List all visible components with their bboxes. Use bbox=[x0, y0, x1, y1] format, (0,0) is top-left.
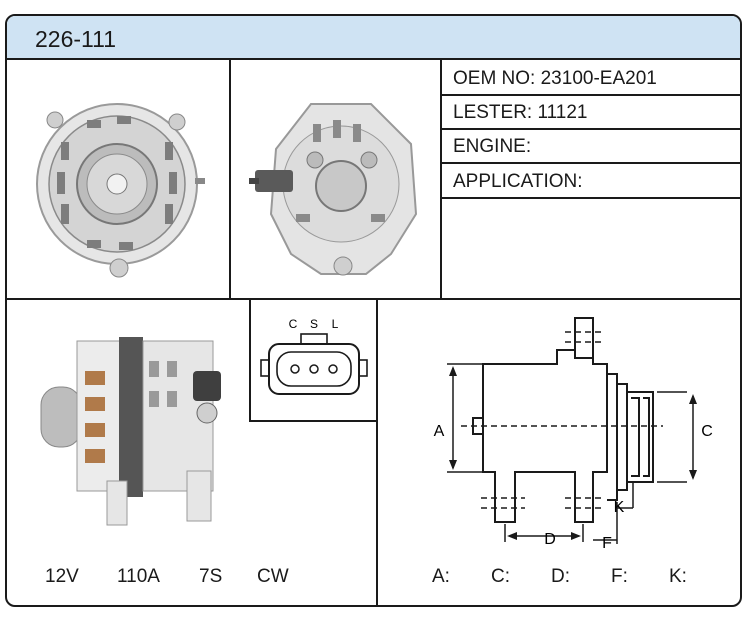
divider bbox=[440, 94, 740, 96]
part-number-title: 226-111 bbox=[35, 26, 116, 52]
pulley-rating: 7S bbox=[199, 566, 223, 587]
header-bar: 226-111 bbox=[7, 16, 740, 60]
divider bbox=[249, 298, 251, 422]
divider bbox=[249, 420, 378, 422]
voltage-rating: 12V bbox=[45, 566, 79, 587]
amperage-rating: 110A bbox=[117, 566, 160, 587]
alternator-front-view bbox=[36, 103, 205, 278]
dimension-label-a: A bbox=[434, 423, 445, 440]
dimension-label-f: F bbox=[602, 535, 612, 552]
spec-sheet: 226-111 OEM NO: 23100-EA201 LESTER: 1112… bbox=[5, 14, 742, 607]
divider bbox=[7, 298, 740, 300]
dimension-diagram: A C D F K bbox=[434, 317, 713, 552]
dimension-value-k: K: bbox=[669, 566, 687, 587]
lester-number: LESTER: 11121 bbox=[453, 102, 588, 123]
dimension-label-c: C bbox=[701, 423, 713, 440]
dimension-value-d: D: bbox=[551, 566, 570, 587]
rotation-direction: CW bbox=[257, 566, 289, 587]
connector-pin-label: C bbox=[289, 317, 298, 331]
divider bbox=[440, 128, 740, 130]
oem-number: OEM NO: 23100-EA201 bbox=[453, 68, 657, 89]
divider bbox=[440, 197, 740, 199]
engine-label: ENGINE: bbox=[453, 136, 532, 157]
alternator-side-view bbox=[40, 337, 221, 526]
dimension-label-d: D bbox=[544, 531, 556, 548]
alternator-rear-view bbox=[249, 103, 418, 276]
connector-pin-label: S bbox=[310, 317, 318, 331]
divider bbox=[440, 60, 442, 298]
dimension-value-c: C: bbox=[491, 566, 510, 587]
dimension-label-k: K bbox=[614, 499, 625, 516]
application-label: APPLICATION: bbox=[453, 171, 583, 192]
dimension-value-f: F: bbox=[611, 566, 628, 587]
connector-diagram: C S L bbox=[260, 317, 368, 395]
divider bbox=[376, 298, 378, 605]
divider bbox=[440, 162, 740, 164]
divider bbox=[229, 60, 231, 298]
dimension-value-a: A: bbox=[432, 566, 450, 587]
connector-pin-label: L bbox=[332, 317, 339, 331]
